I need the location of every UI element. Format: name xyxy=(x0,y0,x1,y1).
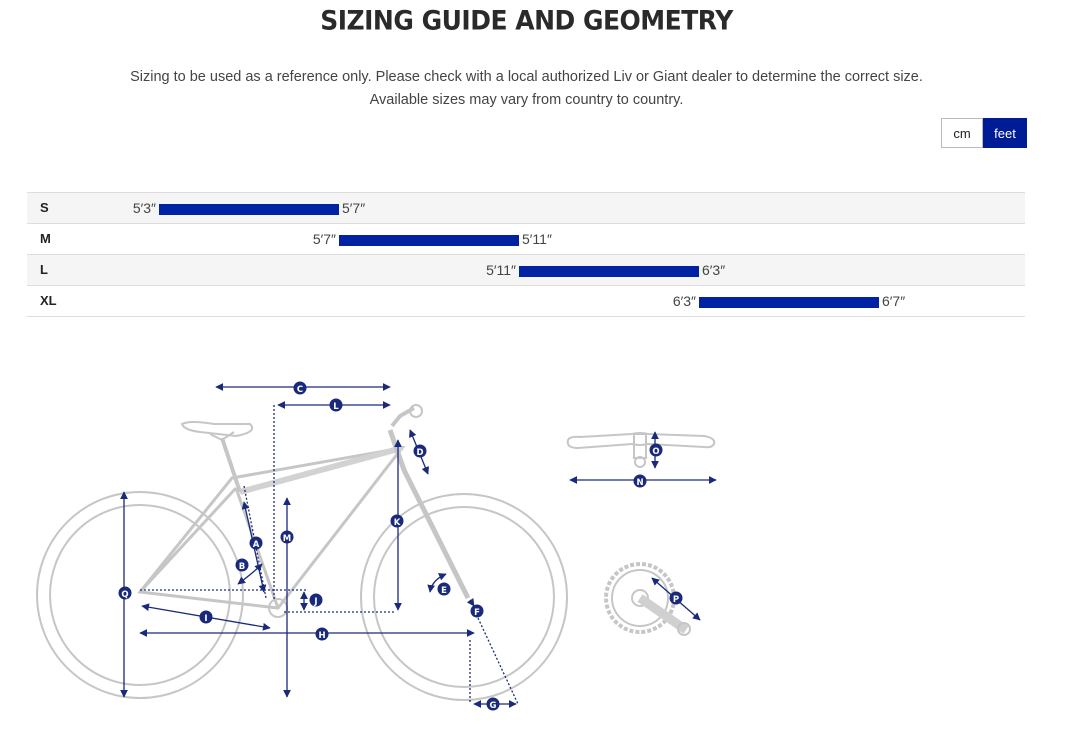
height-range-bar xyxy=(699,297,879,308)
height-max: 5′11″ xyxy=(522,231,552,247)
height-max: 5′7″ xyxy=(342,200,366,216)
height-max: 6′7″ xyxy=(882,293,906,309)
height-range-bar xyxy=(159,204,339,215)
svg-text:E: E xyxy=(441,586,447,596)
svg-text:I: I xyxy=(204,614,207,624)
height-min: 6′3″ xyxy=(672,293,696,309)
height-range-bar xyxy=(339,235,519,246)
intro-text: Sizing to be used as a reference only. P… xyxy=(0,66,1053,112)
svg-text:N: N xyxy=(636,478,643,488)
intro-line-2: Available sizes may vary from country to… xyxy=(369,92,684,108)
marker-a: A xyxy=(249,536,263,550)
size-label: S xyxy=(40,200,49,215)
marker-l: L xyxy=(329,398,343,412)
svg-text:A: A xyxy=(253,540,260,550)
size-row-m: M 5′7″ 5′11″ xyxy=(27,223,1025,254)
size-row-l: L 5′11″ 6′3″ xyxy=(27,254,1025,285)
height-range-bar xyxy=(519,266,699,277)
svg-text:B: B xyxy=(239,562,245,572)
page-title: SIZING GUIDE AND GEOMETRY xyxy=(320,4,733,37)
bike-outline xyxy=(36,404,568,701)
marker-f: F xyxy=(470,604,484,618)
geometry-markers: A B C D E F G H I J K L M N O P Q xyxy=(118,381,683,711)
size-row-s: S 5′3″ 5′7″ xyxy=(27,192,1025,223)
size-label: M xyxy=(40,231,51,246)
marker-g: G xyxy=(486,697,500,711)
marker-p: P xyxy=(669,591,683,605)
marker-k: K xyxy=(390,514,404,528)
marker-b: B xyxy=(235,558,249,572)
marker-e: E xyxy=(437,582,451,596)
svg-text:K: K xyxy=(394,518,401,528)
marker-c: C xyxy=(293,381,307,395)
unit-feet-button[interactable]: feet xyxy=(983,118,1027,148)
marker-j: J xyxy=(309,593,323,607)
crankset-inset xyxy=(604,562,701,636)
svg-text:G: G xyxy=(490,701,497,711)
svg-text:H: H xyxy=(318,631,325,641)
marker-h: H xyxy=(315,627,329,641)
svg-text:P: P xyxy=(673,595,679,605)
size-row-xl: XL 6′3″ 6′7″ xyxy=(27,285,1025,317)
marker-q: Q xyxy=(118,586,132,600)
svg-text:D: D xyxy=(416,448,423,458)
svg-text:C: C xyxy=(297,385,303,395)
size-label: L xyxy=(40,262,48,277)
intro-line-1: Sizing to be used as a reference only. P… xyxy=(130,69,923,85)
marker-i: I xyxy=(199,610,213,624)
marker-n: N xyxy=(633,474,647,488)
size-label: XL xyxy=(40,293,57,308)
svg-text:O: O xyxy=(652,447,659,457)
svg-text:Q: Q xyxy=(121,590,128,600)
unit-toggle: cm feet xyxy=(941,118,1027,148)
height-min: 5′3″ xyxy=(132,200,156,216)
height-min: 5′7″ xyxy=(312,231,336,247)
height-max: 6′3″ xyxy=(702,262,726,278)
unit-cm-button[interactable]: cm xyxy=(941,118,983,148)
svg-text:L: L xyxy=(333,402,339,412)
svg-text:F: F xyxy=(474,608,480,618)
marker-d: D xyxy=(413,444,427,458)
handlebar-inset xyxy=(566,431,717,484)
height-min: 5′11″ xyxy=(486,262,516,278)
svg-text:M: M xyxy=(283,534,291,544)
svg-text:J: J xyxy=(313,597,317,607)
marker-m: M xyxy=(280,530,294,544)
size-chart: S 5′3″ 5′7″ M 5′7″ 5′11″ L 5′11″ 6′3″ XL… xyxy=(27,192,1025,317)
marker-o: O xyxy=(649,443,663,457)
